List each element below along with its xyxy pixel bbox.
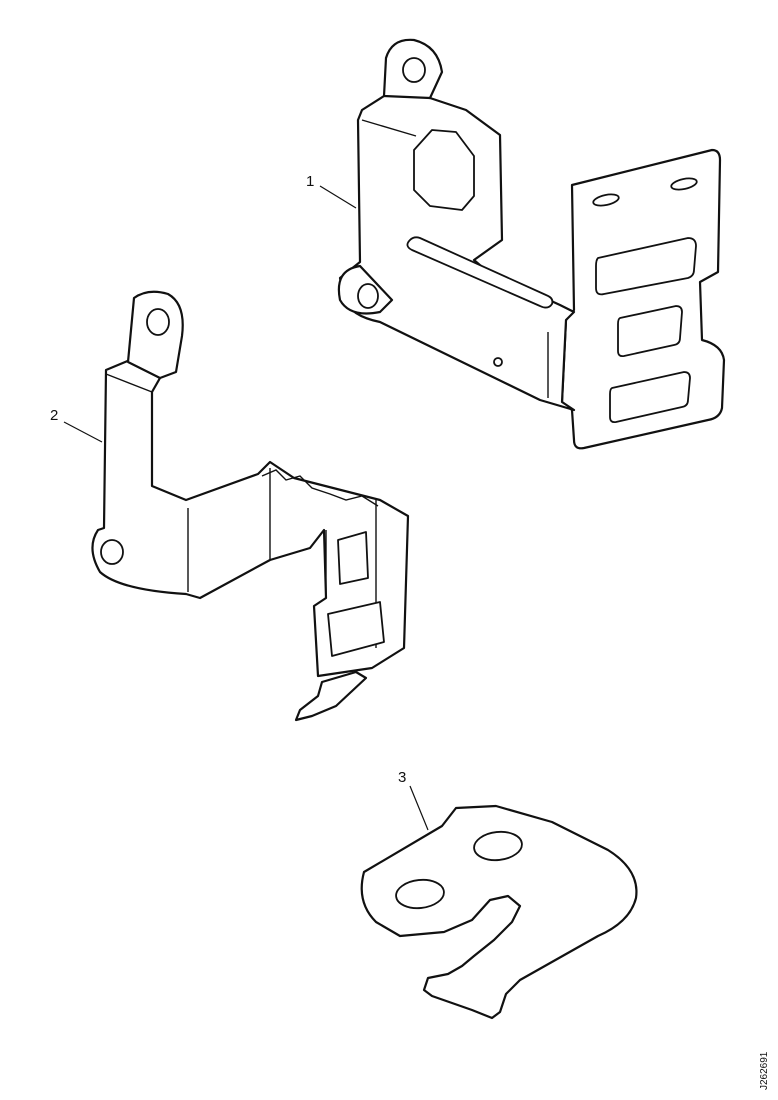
bracket-2-serrated-edge bbox=[261, 469, 379, 507]
bracket-2-foot-tab bbox=[294, 670, 368, 722]
drawing-reference-number: J262691 bbox=[759, 1051, 770, 1090]
bracket-part-1 bbox=[337, 38, 726, 450]
bracket-2-window bbox=[337, 531, 369, 585]
callout-3: 3 bbox=[398, 769, 429, 831]
bracket-1-ear-hole bbox=[357, 283, 379, 309]
bracket-1-long-slot bbox=[406, 236, 554, 309]
bracket-1-slot bbox=[670, 177, 698, 191]
bracket-1-slot bbox=[592, 193, 620, 207]
bracket-1-small-hole bbox=[493, 357, 503, 367]
bracket-1-window bbox=[617, 305, 683, 358]
callout-3-label: 3 bbox=[398, 769, 406, 786]
plate-part-3 bbox=[360, 804, 638, 1020]
callout-3-leader bbox=[409, 785, 429, 831]
bracket-2-window bbox=[327, 601, 385, 657]
bracket-1-tab-cutout bbox=[413, 129, 475, 211]
callout-2: 2 bbox=[50, 407, 103, 443]
bracket-2-arm bbox=[91, 358, 410, 678]
bracket-1-window bbox=[609, 371, 691, 424]
bracket-2-lower-hole bbox=[100, 539, 124, 565]
plate-3-hole bbox=[395, 878, 445, 910]
callout-1: 1 bbox=[306, 173, 357, 209]
callout-1-label: 1 bbox=[306, 173, 314, 190]
bracket-2-top-hole bbox=[146, 308, 170, 336]
plate-3-outline bbox=[360, 804, 638, 1020]
bracket-1-window bbox=[595, 237, 697, 296]
bracket-part-2 bbox=[91, 290, 410, 722]
callout-1-leader bbox=[319, 185, 357, 209]
plate-3-hole bbox=[473, 830, 523, 862]
callout-2-leader bbox=[63, 421, 103, 443]
bracket-1-fold-line bbox=[361, 119, 417, 137]
bracket-2-fold-line bbox=[105, 373, 153, 393]
callout-2-label: 2 bbox=[50, 407, 58, 424]
bracket-1-top-hole bbox=[402, 57, 426, 83]
